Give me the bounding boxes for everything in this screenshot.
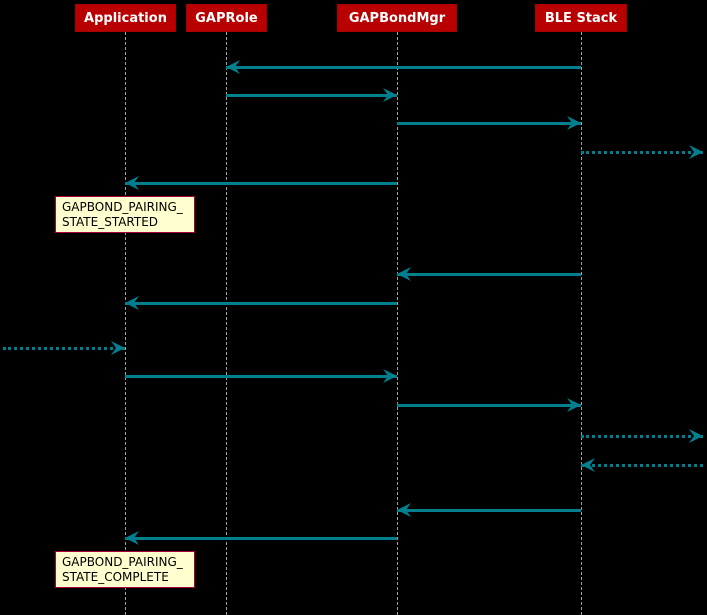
- arrowhead-right-icon: [383, 87, 397, 103]
- message-line: [125, 537, 397, 540]
- message-line: [125, 302, 397, 305]
- arrowhead-right-icon: [567, 397, 581, 413]
- arrowhead-left-icon: [397, 266, 411, 282]
- arrowhead-left-icon: [125, 295, 139, 311]
- message-line: [397, 509, 581, 512]
- arrowhead-left-icon: [125, 530, 139, 546]
- lifeline-gapbondmgr: [397, 32, 398, 615]
- arrowhead-left-icon: [397, 502, 411, 518]
- participant-application[interactable]: Application: [75, 4, 176, 32]
- participant-gaprole[interactable]: GAPRole: [186, 4, 267, 32]
- message-line: [125, 182, 397, 185]
- message-line: [581, 151, 703, 154]
- message-line: [226, 66, 581, 69]
- note-line: STATE_COMPLETE: [62, 570, 169, 584]
- message-line: [226, 94, 397, 97]
- arrowhead-right-icon: [567, 115, 581, 131]
- arrowhead-right-icon: [689, 428, 703, 444]
- message-line: [581, 464, 703, 467]
- arrowhead-left-icon: [125, 175, 139, 191]
- lifeline-blestack: [581, 32, 582, 615]
- arrowhead-left-icon: [226, 59, 240, 75]
- message-line: [581, 435, 703, 438]
- message-line: [397, 404, 581, 407]
- note-line: STATE_STARTED: [62, 215, 159, 229]
- note-line: GAPBOND_PAIRING_: [62, 555, 183, 569]
- lifeline-gaprole: [226, 32, 227, 615]
- arrowhead-right-icon: [383, 368, 397, 384]
- arrowhead-left-icon: [581, 457, 595, 473]
- message-line: [397, 273, 581, 276]
- message-line: [397, 122, 581, 125]
- message-line: [3, 347, 125, 350]
- lifeline-application: [125, 32, 126, 615]
- arrowhead-right-icon: [689, 144, 703, 160]
- message-line: [125, 375, 397, 378]
- arrowhead-right-icon: [111, 340, 125, 356]
- note-pairing-started: GAPBOND_PAIRING_STATE_STARTED: [55, 196, 195, 233]
- participant-blestack[interactable]: BLE Stack: [535, 4, 627, 32]
- note-line: GAPBOND_PAIRING_: [62, 200, 183, 214]
- note-pairing-complete: GAPBOND_PAIRING_STATE_COMPLETE: [55, 551, 195, 588]
- participant-gapbondmgr[interactable]: GAPBondMgr: [337, 4, 457, 32]
